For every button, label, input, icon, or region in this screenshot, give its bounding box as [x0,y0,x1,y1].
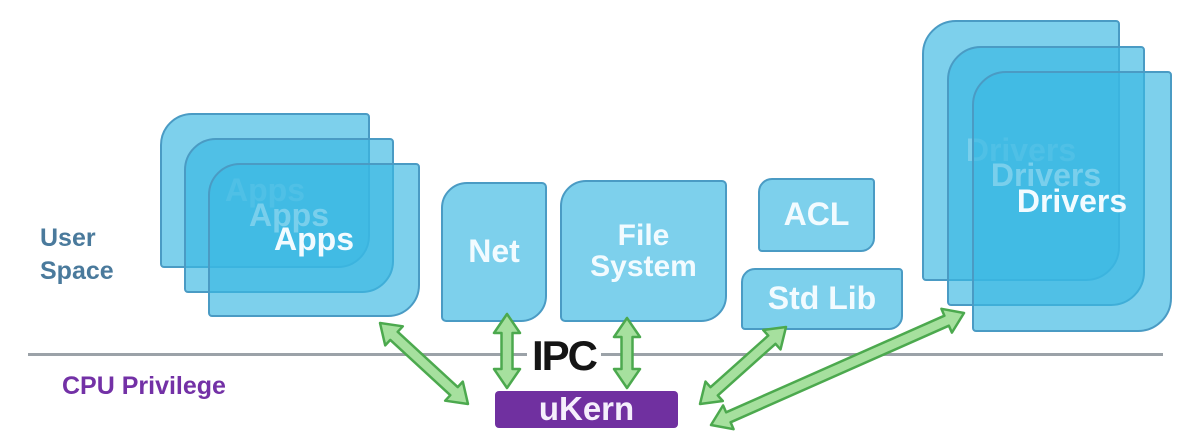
file-system-box: File System [560,180,727,322]
std-lib-box: Std Lib [741,268,903,330]
net-box: Net [441,182,547,322]
ipc-label: IPC [526,332,602,380]
ukern-label: uKern [538,390,635,428]
arrow-stdlib-ukern [698,325,788,406]
net-label: Net [468,233,520,270]
file-system-label-line1: File [617,218,670,252]
user-space-line1: User [40,224,96,252]
arrow-net-ukern [492,312,522,390]
acl-label: ACL [783,196,850,233]
std-lib-label: Std Lib [767,280,877,317]
apps-label: Apps [274,221,354,258]
acl-box: ACL [758,178,875,252]
ukern-box: uKern [495,391,678,428]
arrow-apps-ukern [378,321,470,406]
user-space-label: User Space [40,222,114,287]
cpu-privilege-label: CPU Privilege [62,372,226,400]
drivers-box: Drivers [972,71,1172,332]
user-space-line2: Space [40,256,114,285]
apps-box: Apps [208,163,420,317]
drivers-label: Drivers [1016,182,1128,219]
file-system-label-line2: System [590,250,697,283]
